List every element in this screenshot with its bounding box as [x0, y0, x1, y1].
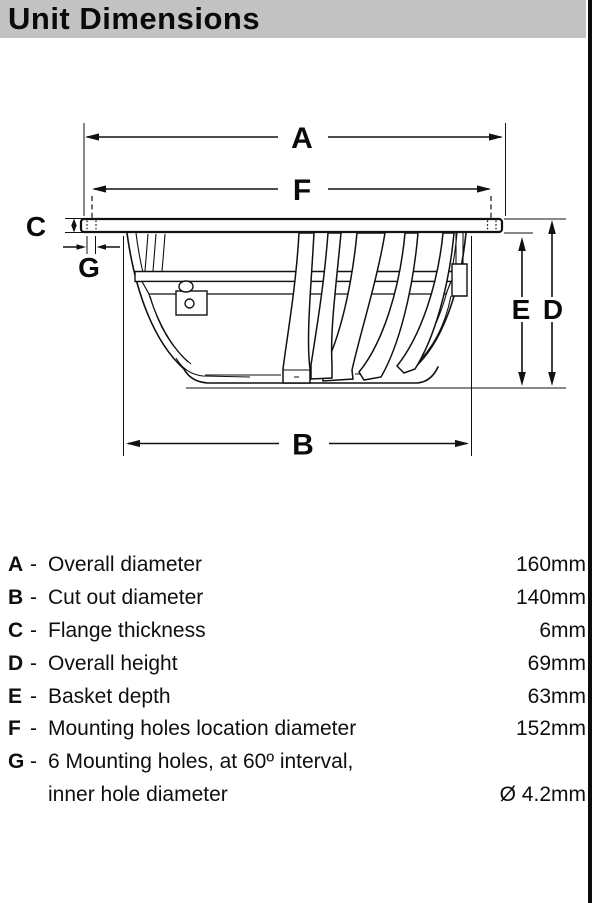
dim-label-c: C — [26, 211, 46, 242]
legend-sep: - — [30, 717, 37, 741]
speaker-basket — [126, 232, 468, 384]
legend-key: B — [8, 585, 24, 609]
legend-sep: - — [30, 553, 37, 576]
legend-value: 160mm — [515, 553, 586, 576]
dimension-legend: A - Overall diameter 160mm B - Cut out d… — [8, 549, 586, 812]
terminal-bracket — [175, 280, 208, 316]
dim-d: D — [543, 220, 563, 386]
dim-c: C — [26, 211, 83, 242]
legend-desc: Mounting holes location diameter — [48, 717, 357, 741]
legend-sep: - — [30, 651, 37, 675]
legend-desc: Overall height — [48, 651, 178, 675]
legend-key: G — [8, 750, 25, 774]
legend-row-f: F - Mounting holes location diameter 152… — [8, 713, 586, 746]
dim-label-b: B — [292, 429, 314, 462]
legend-key: D — [8, 651, 24, 675]
legend-key: A — [8, 553, 24, 576]
legend-value: 6mm — [539, 618, 586, 642]
legend-row-e: E - Basket depth 63mm — [8, 681, 586, 714]
legend-key: E — [8, 684, 23, 708]
dim-label-e: E — [512, 294, 531, 325]
legend-value: 69mm — [527, 651, 586, 675]
flange — [79, 217, 504, 234]
dim-a: A — [83, 122, 506, 216]
dim-g: G — [63, 236, 120, 283]
mounting-hole-marks — [86, 220, 497, 231]
legend-sep: - — [30, 684, 37, 708]
legend-row-c: C - Flange thickness 6mm — [8, 615, 586, 648]
page-title: Unit Dimensions — [8, 1, 261, 36]
legend-sep: - — [30, 618, 37, 642]
dim-label-d: D — [543, 294, 563, 325]
legend-value: 140mm — [515, 585, 586, 609]
legend-value: Ø 4.2mm — [499, 783, 586, 807]
page-edge-line — [588, 0, 592, 903]
legend-key: C — [8, 618, 24, 642]
legend-key: F — [8, 717, 21, 741]
legend-row-d: D - Overall height 69mm — [8, 648, 586, 681]
header-bar: Unit Dimensions — [0, 0, 586, 38]
dim-label-a: A — [291, 122, 313, 155]
legend-row-g-line2: inner hole diameter Ø 4.2mm — [8, 779, 586, 812]
dim-f: F — [91, 174, 492, 219]
dim-b: B — [126, 429, 469, 462]
legend-desc: Cut out diameter — [48, 585, 204, 609]
legend-value: 63mm — [527, 684, 586, 708]
legend-row-b: B - Cut out diameter 140mm — [8, 582, 586, 615]
legend-desc: Overall diameter — [48, 553, 203, 576]
legend-desc: Basket depth — [48, 684, 171, 708]
dim-e: E — [504, 218, 566, 386]
legend-sep: - — [30, 750, 37, 774]
legend-desc: inner hole diameter — [48, 783, 228, 807]
legend-desc: 6 Mounting holes, at 60º interval, — [48, 750, 354, 774]
dim-b-extensions — [123, 236, 472, 456]
legend-row-g-line1: G - 6 Mounting holes, at 60º interval, — [8, 746, 586, 779]
dim-label-f: F — [293, 174, 311, 207]
legend-value: 152mm — [515, 717, 586, 741]
dim-label-g: G — [78, 252, 100, 283]
legend-sep: - — [30, 585, 37, 609]
legend-desc: Flange thickness — [48, 618, 206, 642]
speaker-dimensions-drawing: A F C G — [26, 122, 566, 462]
legend-row-a: A - Overall diameter 160mm — [8, 549, 586, 582]
